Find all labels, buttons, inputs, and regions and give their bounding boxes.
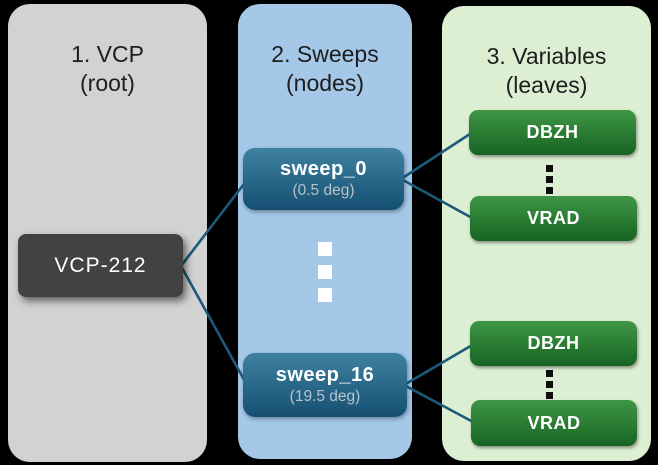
sweep-16-node: sweep_16 (19.5 deg): [243, 353, 407, 417]
column-header: 1. VCP (root): [8, 4, 207, 98]
column-title: 3. Variables: [486, 43, 607, 69]
connector-line-sweep0-vrad: [399, 177, 476, 221]
column-subtitle: (root): [80, 70, 135, 96]
more-variables-bottom-ellipsis-icon: [546, 370, 553, 399]
ellipsis-dash: [546, 187, 553, 194]
column-header: 2. Sweeps (nodes): [238, 4, 412, 98]
sweep-elevation-label: (19.5 deg): [289, 388, 361, 405]
variable-vrad-top-node: VRAD: [470, 196, 637, 241]
ellipsis-dash: [546, 392, 553, 399]
more-variables-top-ellipsis-icon: [546, 165, 553, 194]
ellipsis-dash: [546, 381, 553, 388]
sweep-label: sweep_0: [280, 158, 367, 180]
variable-dbzh-top-node: DBZH: [469, 110, 636, 155]
column-title: 2. Sweeps: [271, 41, 379, 67]
variable-label: VRAD: [527, 412, 581, 433]
column-title: 1. VCP: [71, 41, 144, 67]
connector-line-root-sweep0: [179, 178, 249, 268]
sweep-0-node: sweep_0 (0.5 deg): [243, 148, 404, 210]
ellipsis-dash: [546, 176, 553, 183]
column-subtitle: (nodes): [286, 70, 364, 96]
column-subtitle: (leaves): [505, 72, 588, 98]
variable-label: DBZH: [527, 333, 580, 353]
ellipsis-dot: [318, 288, 332, 302]
ellipsis-dot: [318, 242, 332, 256]
variable-label: DBZH: [526, 122, 579, 142]
vcp-root-label: VCP-212: [54, 253, 147, 277]
sweep-label: sweep_16: [275, 364, 375, 386]
connector-line-sweep16-vrad: [402, 383, 477, 425]
ellipsis-dash: [546, 370, 553, 377]
variable-vrad-bottom-node: VRAD: [471, 400, 637, 446]
connector-line-root-sweep16: [179, 264, 249, 387]
ellipsis-dot: [318, 265, 332, 279]
variable-label: VRAD: [526, 208, 580, 228]
column-vcp-root: 1. VCP (root): [8, 4, 207, 462]
sweep-elevation-label: (0.5 deg): [292, 182, 355, 199]
ellipsis-dash: [546, 165, 553, 172]
variable-dbzh-bottom-node: DBZH: [470, 321, 637, 366]
column-header: 3. Variables (leaves): [442, 6, 651, 100]
connector-line-sweep16-dbzh: [402, 342, 476, 387]
vcp-root-node: VCP-212: [18, 234, 183, 297]
connector-line-sweep0-dbzh: [399, 130, 475, 181]
more-sweeps-ellipsis-icon: [318, 242, 332, 302]
